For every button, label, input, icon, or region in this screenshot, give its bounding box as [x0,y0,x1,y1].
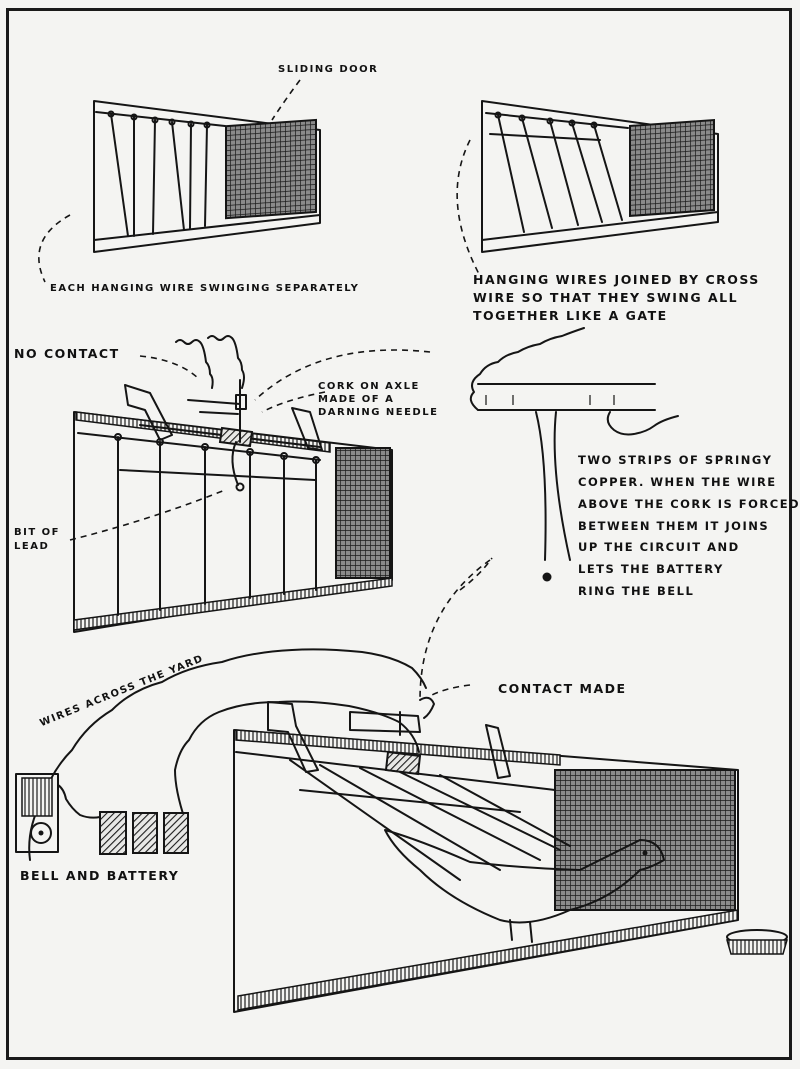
label-contact-made: CONTACT MADE [498,681,627,696]
panel-trap-with-pigeon [15,559,788,1013]
joined-hanging-wires [494,111,623,233]
label-each-hanging-wire: EACH HANGING WIRE SWINGING SEPARATELY [50,283,360,294]
label-no-contact: NO CONTACT [14,346,120,361]
sliding-door-mesh-2 [629,119,715,218]
label-bit-of-lead: BIT OF LEAD [14,527,60,552]
gate-wires [114,433,320,616]
illustration-frame [6,8,792,1060]
cork [218,426,254,448]
copper-strip-pair [535,411,571,561]
pigeon [384,829,665,924]
battery-cells [99,811,189,855]
label-copper-strips: TWO STRIPS OF SPRINGY COPPER. WHEN THE W… [578,453,800,599]
sliding-door-mesh [225,118,317,220]
trap-cork [384,750,422,776]
contact-point [542,572,552,582]
label-bell-and-battery: BELL AND BATTERY [20,868,180,883]
panel-axle-detail [69,335,431,633]
label-cork-on-axle: CORK ON AXLE MADE OF A DARNING NEEDLE [318,381,439,418]
hanging-wires [107,110,211,237]
label-joined-wires: HANGING WIRES JOINED BY CROSS WIRE SO TH… [473,272,760,324]
panel-individual-wires [38,79,321,283]
panel-joined-wires [456,100,719,277]
panel-copper-strips [459,327,679,591]
bell [15,773,59,853]
label-sliding-door: SLIDING DOOR [278,64,379,75]
